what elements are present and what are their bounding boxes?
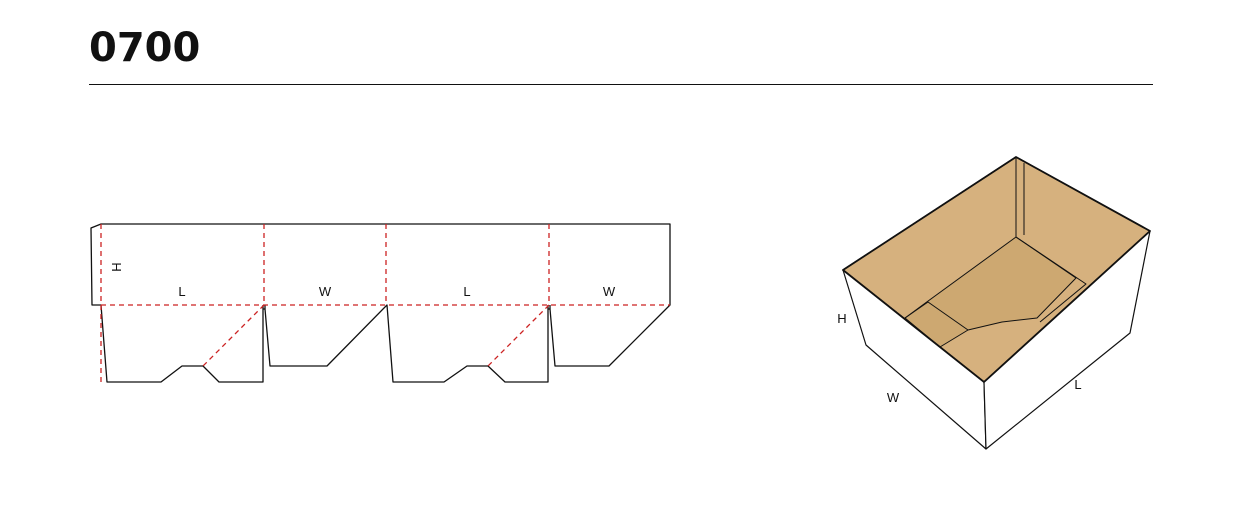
box-inner-corner [1015, 157, 1025, 237]
fold-lines [100, 224, 670, 382]
dieline: H L W L W [90, 223, 671, 383]
dieline-panel-label-2: W [319, 284, 332, 299]
box-width-label: W [887, 390, 900, 405]
dieline-panel-label-4: W [603, 284, 616, 299]
box-rim [842, 156, 1151, 383]
title-divider [89, 84, 1153, 85]
dieline-height-label: H [109, 262, 124, 271]
fold-line-diag-2 [487, 304, 550, 367]
page-title: 0700 [89, 25, 201, 71]
box-3d: H W L [837, 156, 1151, 450]
dieline-panel-label-3: L [463, 284, 470, 299]
dieline-panel-label-1: L [178, 284, 185, 299]
box-height-label: H [837, 311, 846, 326]
box-length-label: L [1074, 377, 1081, 392]
box-flap-inner [904, 236, 1087, 331]
dieline-cut-outline [90, 223, 671, 383]
fold-line-diag-1 [202, 304, 265, 367]
